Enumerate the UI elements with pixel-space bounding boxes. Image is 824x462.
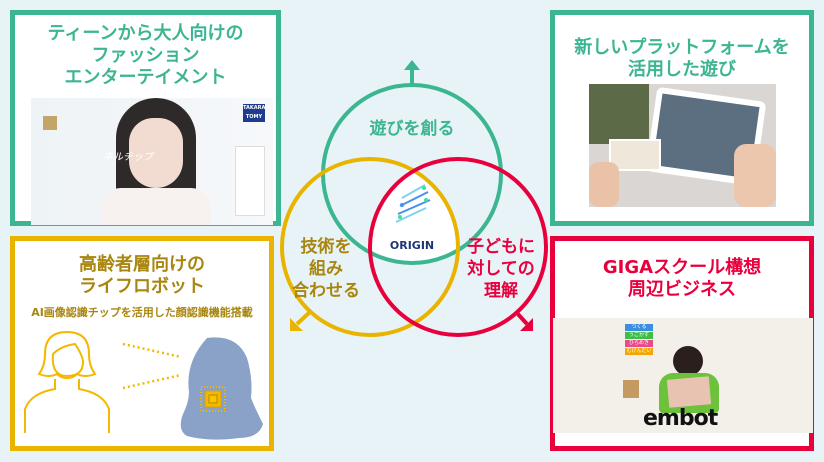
embot-logo: embot — [643, 406, 718, 431]
card-elderly-life-robot: 高齢者層向けの ライフロボット AI画像認識チップを活用した顔認識機能搭載 — [10, 236, 274, 451]
embot-photo: つくる うごかす ひらめき むげんだい embot — [553, 318, 813, 433]
person-outline-icon — [24, 330, 110, 433]
title-line: ファッション — [91, 45, 200, 66]
ai-chip-icon — [200, 386, 226, 412]
title-line: ティーンから大人向けの — [47, 23, 244, 44]
dna-helix-icon — [395, 184, 431, 223]
venn-label-left: 技術を 組み 合わせる — [286, 236, 366, 302]
card-new-platform-play: 新しいプラットフォームを 活用した遊び — [550, 10, 814, 226]
label-line: 理解 — [484, 281, 518, 301]
origin-logo: ORIGIN — [389, 239, 435, 252]
title-line: 活用した遊び — [628, 59, 736, 80]
venn-label-top: 遊びを創る — [369, 119, 455, 139]
title-line: 高齢者層向けの — [79, 254, 205, 275]
label-line: 子どもに — [467, 237, 535, 257]
tag: むげんだい — [625, 348, 653, 355]
label-line: 技術を — [300, 237, 352, 257]
tag: つくる — [625, 324, 653, 331]
label-line: 組み — [309, 259, 343, 279]
card-fashion-entertainment: ティーンから大人向けの ファッション エンターテイメント ネルチップ TAKAR… — [10, 10, 281, 226]
face-recognition-illustration — [24, 330, 263, 440]
circle-child-understanding — [368, 157, 548, 337]
product-caption: ネルチップ — [103, 152, 153, 163]
title-line: エンターテイメント — [64, 67, 227, 88]
arrow-up-icon — [404, 60, 420, 85]
takara-tomy-logo: TAKARA TOMY — [243, 104, 266, 122]
fashion-photo: ネルチップ TAKARA TOMY — [31, 98, 273, 225]
label-line: 対しての — [467, 259, 535, 279]
venn-label-right: 子どもに 対しての 理解 — [460, 236, 542, 302]
tag: うごかす — [625, 332, 653, 339]
tag: ひらめき — [625, 340, 653, 347]
label-line: 合わせる — [292, 281, 360, 301]
card-title: GIGAスクール構想 周辺ビジネス — [555, 257, 809, 301]
center-intersection — [370, 159, 458, 263]
card-subtitle: AI画像認識チップを活用した顔認識機能搭載 — [31, 306, 253, 319]
title-line: GIGAスクール構想 — [602, 257, 762, 278]
circle-technology — [280, 157, 460, 337]
card-title: 新しいプラットフォームを 活用した遊び — [555, 37, 809, 81]
title-line: 周辺ビジネス — [628, 279, 736, 300]
arrow-down-right-icon — [514, 310, 533, 331]
tablet-ar-photo — [589, 84, 776, 207]
robot-silhouette-icon — [180, 337, 263, 440]
card-giga-school-business: GIGAスクール構想 周辺ビジネス つくる うごかす ひらめき むげんだい em… — [550, 236, 814, 451]
card-title: ティーンから大人向けの ファッション エンターテイメント — [15, 23, 276, 89]
title-line: 新しいプラットフォームを — [574, 37, 790, 58]
title-line: ライフロボット — [79, 276, 205, 297]
card-title: 高齢者層向けの ライフロボット — [15, 254, 269, 298]
arrow-down-left-icon — [290, 310, 312, 331]
